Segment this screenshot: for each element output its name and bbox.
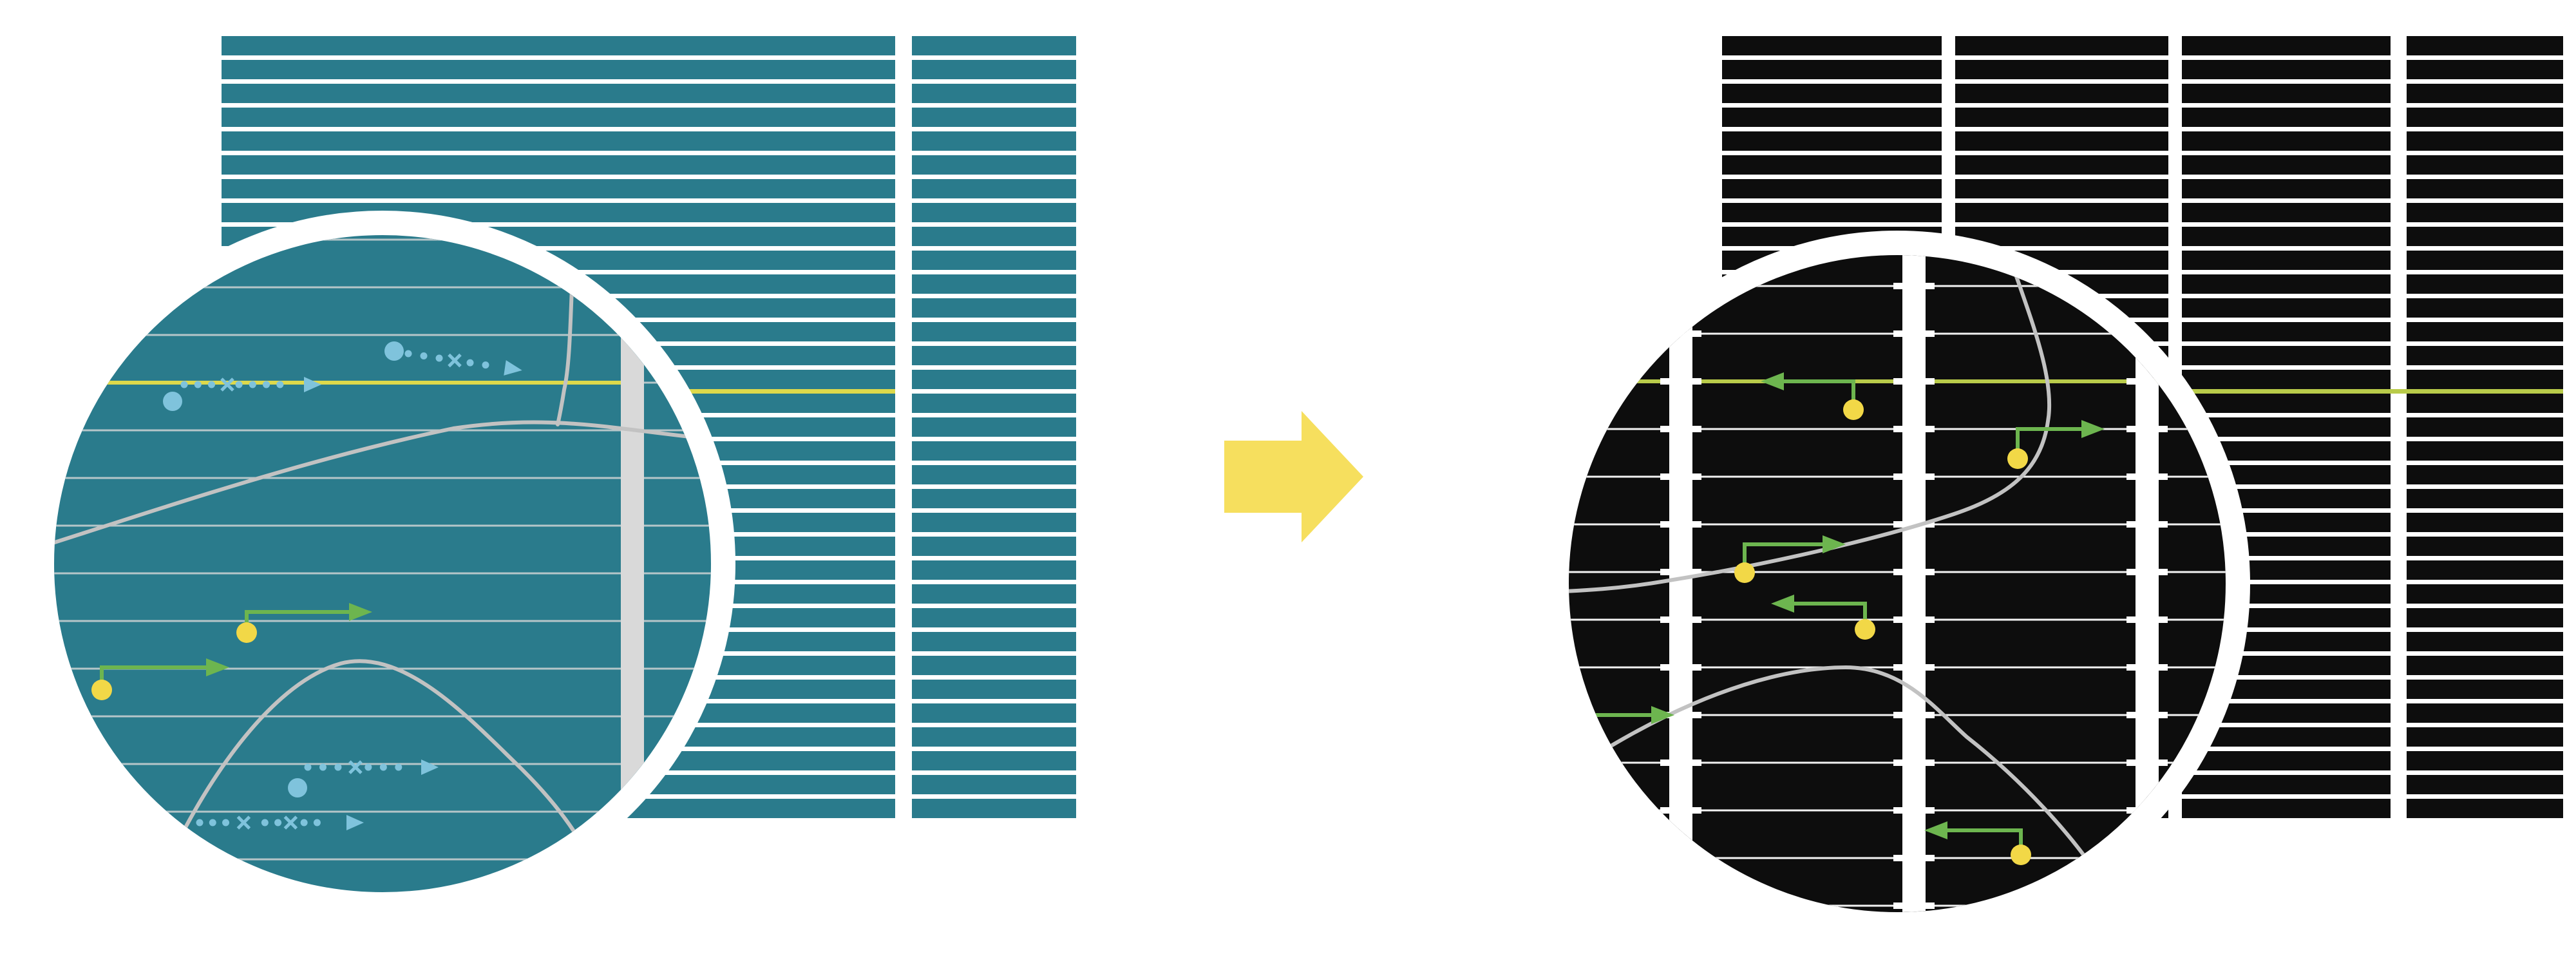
grain-boundary-curve [54,420,711,545]
scattered-carrier [288,759,439,797]
old-cell-column [912,36,1076,822]
grain-boundary-curve [152,659,607,892]
collected-carrier [91,658,229,700]
blocked-x-icon [348,760,363,774]
scattered-carrier [182,815,364,854]
new-cell-column [2407,36,2563,822]
electron-dot [1734,562,1755,583]
busbar [621,235,644,892]
electron-dot [163,392,182,411]
electron-dot [91,680,112,700]
green-arrowhead-icon [1924,821,1947,839]
old-cell-magnified-view [54,235,711,892]
electron-dot [2011,845,2031,865]
collected-carrier [1734,535,1846,583]
electron-dot [1572,729,1593,750]
electron-dot [1855,619,1875,640]
collected-carrier [236,603,372,643]
collected-carrier [1771,595,1875,640]
electron-dot [236,622,257,643]
blocked-x-icon [448,353,462,368]
old-cell-magnifier [30,211,735,917]
grain-boundary-curve [1569,255,2052,593]
electron-dot [1843,399,1864,420]
new-cell-magnified-view [1569,255,2226,912]
right-arrow-shape [1224,411,1363,542]
green-arrowhead-icon [1651,706,1674,724]
right-arrow-icon [1224,411,1363,542]
new-cell-magnifier [1544,231,2250,937]
busbar [1660,255,1701,912]
carrier-arrowhead-icon [346,815,364,830]
green-arrowhead-icon [1823,535,1846,553]
blocked-x-icon [220,377,234,392]
collected-carrier [1761,372,1864,420]
electron-dot [182,835,202,854]
collected-carrier [2007,420,2105,469]
electron-dot [288,778,307,797]
scattered-carrier [384,341,522,376]
green-arrowhead-icon [1771,595,1794,613]
carrier-arrowhead-icon [421,759,439,775]
busbar [2126,255,2168,912]
green-arrowhead-icon [206,658,229,676]
green-arrowhead-icon [349,603,372,621]
collected-carrier [1924,821,2031,865]
blocked-x-icon [283,816,298,830]
blocked-x-icon [236,816,251,830]
green-arrowhead-icon [2081,420,2105,438]
carrier-arrowhead-icon [504,360,522,376]
busbar [1893,255,1935,912]
green-arrowhead-icon [1761,372,1784,390]
carrier-arrowhead-icon [304,377,321,392]
electron-dot [384,341,404,361]
electron-dot [2007,448,2028,469]
grain-boundary-curve [1569,665,2116,902]
transform-arrow [1224,411,1363,542]
scattered-carrier [163,377,321,411]
collected-carrier [1572,706,1674,750]
